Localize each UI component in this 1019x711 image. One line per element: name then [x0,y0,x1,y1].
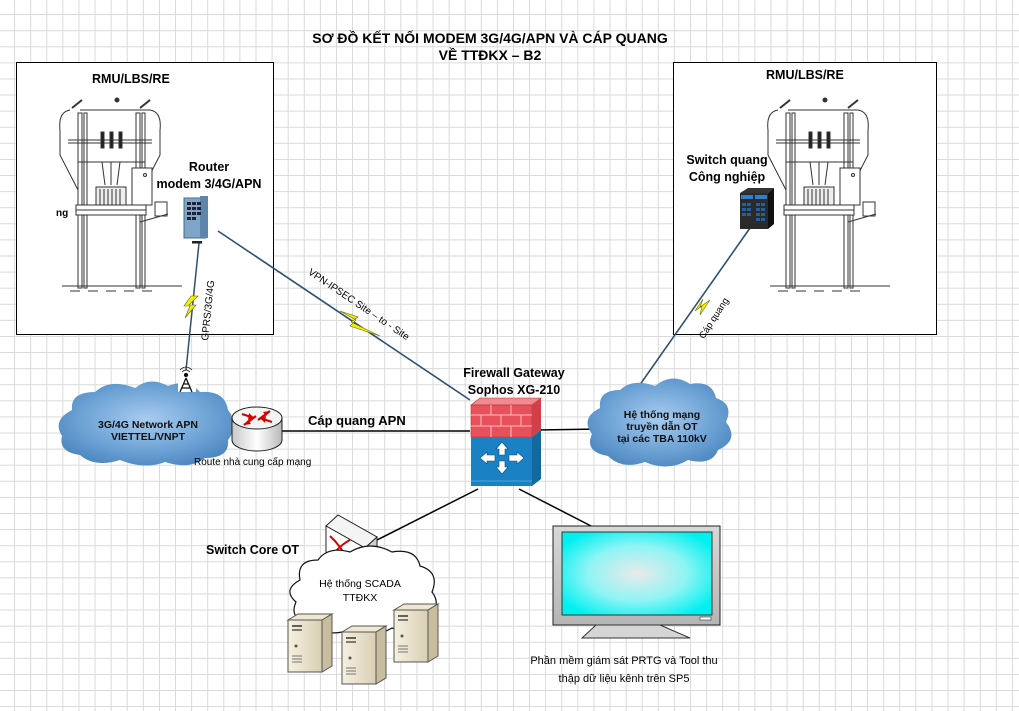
scada-cloud-line-2: TTĐKX [342,592,378,604]
apn-fiber-label: Cáp quang APN [308,413,406,428]
lightning-icon [694,298,711,316]
cell-tower-icon [179,366,193,393]
right-fiber-link [631,227,751,397]
right-site-heading: RMU/LBS/RE [766,68,844,82]
apn-network-cloud [58,370,234,466]
router-modem-icon [183,196,208,244]
router-label-line-2: modem 3/4G/APN [156,177,262,191]
industrial-switch-icon [740,188,774,229]
monitor-caption-line-1: Phần mềm giám sát PRTG và Tool thu [530,655,718,667]
diagram-title: SƠ ĐỒ KẾT NỐI MODEM 3G/4G/APN VÀ CÁP QUA… [230,30,750,64]
pole-structure-right [767,97,890,292]
lightning-icon [183,295,199,319]
firewall-label-line-2: Sophos XG-210 [467,383,561,397]
firewall-switch-line [376,488,479,541]
server-icon [286,613,334,673]
title-line-2: VỀ TTĐKX – B2 [438,47,542,63]
ot-cloud-line-3: tại các TBA 110kV [617,433,707,445]
ot-cloud-line-1: Hệ thống mạng [623,409,701,421]
ot-network-cloud [587,378,732,467]
left-site-cut-label: ng [56,208,69,219]
firewall-icon [470,397,542,486]
provider-router-icon [231,406,283,452]
switch-label-line-2: Công nghiệp [688,170,766,184]
industrial-switch-label: Switch quang Công nghiệp [678,152,776,186]
provider-router-label: Route nhà cung cấp mạng [194,457,312,468]
switch-core-label: Switch Core OT [206,543,300,557]
vpn-link [217,230,471,401]
apn-cloud-line-2: VIETTEL/VNPT [110,431,186,443]
gprs-link [183,242,200,371]
firewall-label: Firewall Gateway Sophos XG-210 [452,365,576,399]
server-icon [392,603,440,663]
apn-cloud-label: 3G/4G Network APN VIETTEL/VNPT [80,419,216,443]
pole-structure-left [59,97,182,292]
apn-cloud-line-1: 3G/4G Network APN [98,419,198,431]
lightning-icon [339,310,381,337]
scada-cloud-line-1: Hệ thống SCADA [319,578,401,590]
monitor-caption: Phần mềm giám sát PRTG và Tool thu thập … [508,652,740,688]
monitor-caption-line-2: thập dữ liệu kênh trên SP5 [558,673,690,685]
firewall-label-line-1: Firewall Gateway [463,366,565,380]
router-label-line-1: Router [188,160,230,174]
server-icon [340,625,388,685]
monitor-icon [552,525,721,639]
switch-label-line-1: Switch quang [686,153,768,167]
title-line-1: SƠ ĐỒ KẾT NỐI MODEM 3G/4G/APN VÀ CÁP QUA… [312,30,668,46]
ot-cloud-label: Hệ thống mạng truyền dẫn OT tại các TBA … [597,409,727,445]
firewall-monitor-line [518,488,594,528]
scada-cloud-label: Hệ thống SCADA TTĐKX [300,577,420,605]
left-site-heading: RMU/LBS/RE [92,72,170,86]
router-modem-label: Router modem 3/4G/APN [148,159,270,193]
ot-cloud-line-2: truyền dẫn OT [626,421,698,433]
